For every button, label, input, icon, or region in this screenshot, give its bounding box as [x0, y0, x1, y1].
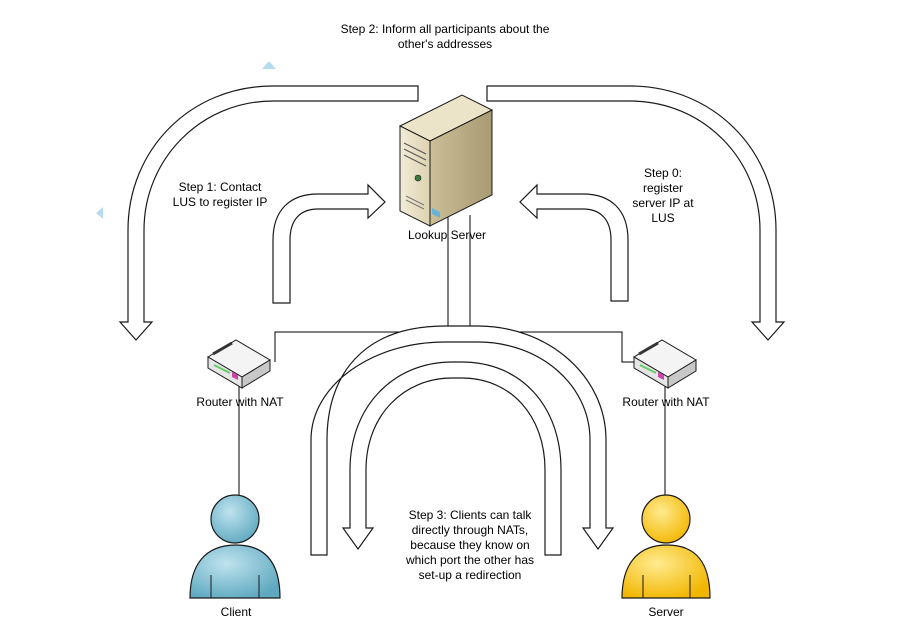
step2-arrow-right: [486, 85, 786, 341]
router-left-label: Router with NAT: [196, 395, 284, 409]
link-server-to-right-router: [469, 215, 636, 363]
step2-label: Step 2: Inform all participants about th…: [300, 22, 590, 52]
step3-outer-arch-arrow: [310, 325, 615, 556]
step0-line-4: LUS: [651, 211, 675, 225]
step0-arrow: [519, 183, 629, 302]
link-server-to-left-router: [274, 215, 449, 362]
accent-triangle-left: [96, 207, 103, 219]
step3-line-4: which port the other has: [405, 553, 535, 567]
step2-line-2: other's addresses: [397, 37, 493, 51]
step1-arrow: [272, 183, 386, 304]
step1-label: Step 1: Contact LUS to register IP: [160, 180, 280, 210]
step3-line-2: directly through NATs,: [411, 523, 529, 537]
step0-label: Step 0: register server IP at LUS: [618, 166, 708, 226]
step3-line-1: Step 3: Clients can talk: [408, 508, 532, 522]
server-tower-icon: [398, 94, 494, 227]
person-icon: [621, 494, 711, 599]
step0-line-2: register: [642, 181, 683, 195]
accent-triangle-top: [262, 61, 276, 69]
step0-line-1: Step 0:: [643, 166, 683, 180]
step3-inner-arch-arrow: [341, 361, 562, 556]
step3-label: Step 3: Clients can talk directly throug…: [385, 508, 555, 583]
router-icon: [207, 339, 271, 389]
step3-line-3: because they know on: [410, 538, 530, 552]
person-icon: [189, 494, 281, 599]
step0-line-3: server IP at: [632, 196, 694, 210]
server-label: Server: [648, 605, 684, 619]
connection-lines: [238, 215, 666, 495]
client-label: Client: [220, 605, 252, 619]
step2-arrow-left: [118, 85, 419, 341]
router-icon: [633, 339, 697, 389]
step1-line-1: Step 1: Contact: [178, 180, 262, 194]
step2-line-1: Step 2: Inform all participants about th…: [340, 22, 550, 36]
step1-line-2: LUS to register IP: [172, 195, 268, 209]
router-right-label: Router with NAT: [622, 395, 710, 409]
lookup-server-label: Lookup Server: [407, 228, 487, 242]
step3-line-5: set-up a redirection: [418, 568, 522, 582]
